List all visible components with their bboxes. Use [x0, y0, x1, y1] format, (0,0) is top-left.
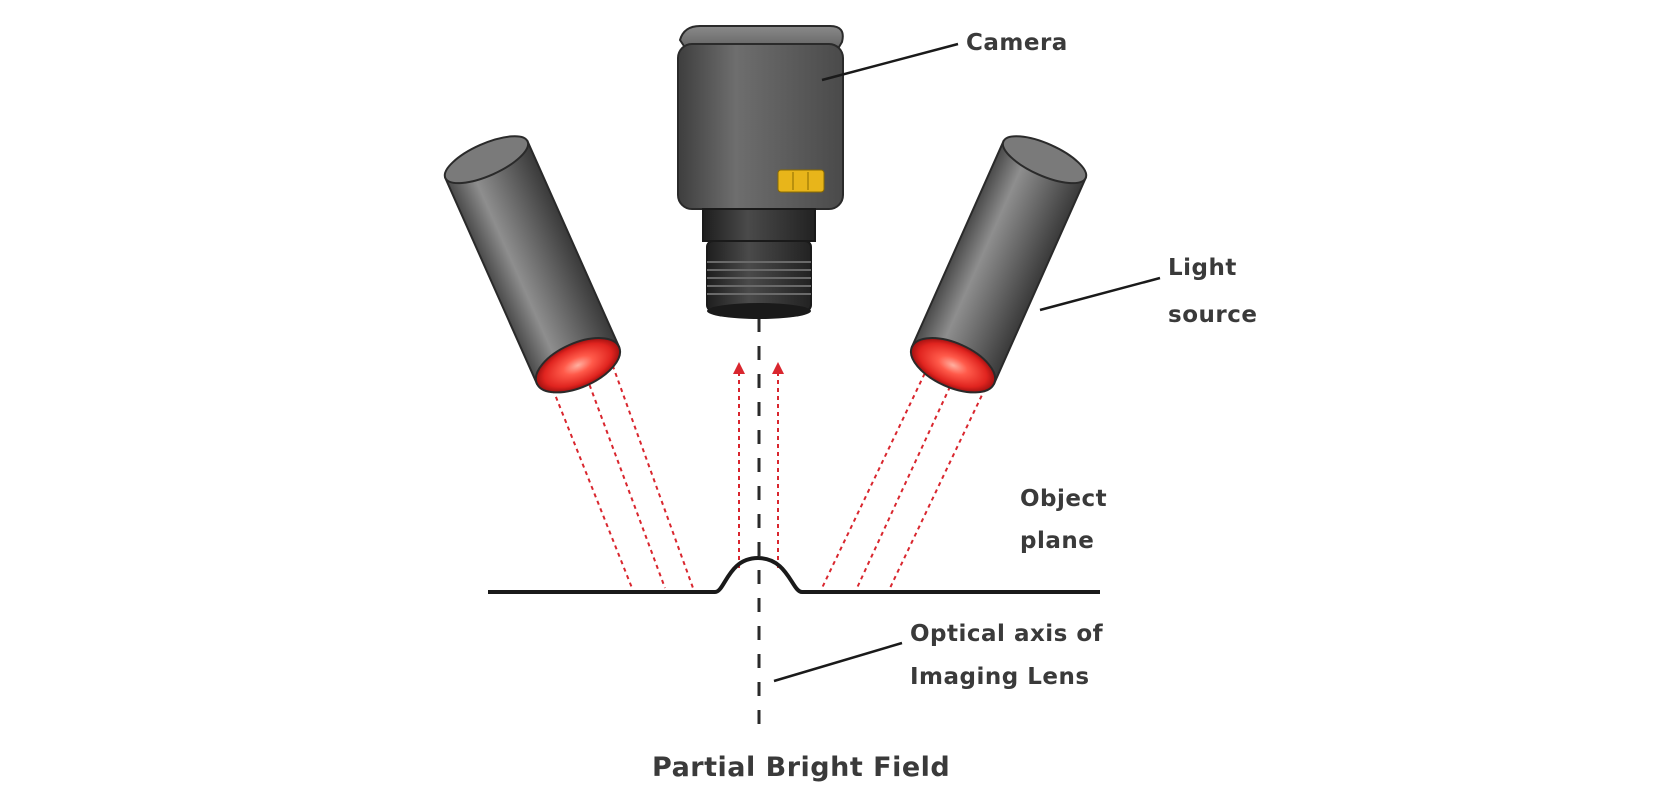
light-source-right-glow [909, 337, 997, 394]
object-plane-label-line1: Object [1020, 486, 1107, 512]
object-plane-label-line2: plane [1020, 528, 1094, 554]
left-ray-1 [549, 381, 633, 589]
light-source-right-back [1001, 135, 1088, 185]
diagram-caption: Partial Bright Field [652, 752, 950, 783]
light-source-label-line2: source [1168, 302, 1257, 328]
camera-leader-line [821, 42, 959, 82]
reflected-rays [733, 362, 784, 568]
light-source-left-glow [534, 337, 622, 394]
camera-label: Camera [966, 30, 1068, 56]
leader-lines [773, 42, 1161, 683]
camera-icon [677, 25, 844, 319]
right-ray-3 [889, 373, 993, 589]
right-ray-2 [856, 364, 961, 589]
camera-badge [777, 169, 825, 193]
camera-lens-mount [702, 208, 816, 242]
light-source-icon [909, 135, 1088, 394]
right-ray-1 [821, 351, 936, 589]
camera-lens-barrel [706, 240, 812, 312]
optical-axis-label-line1: Optical axis of [910, 621, 1104, 647]
left-light-rays [549, 357, 694, 589]
light-source-left-back [443, 135, 530, 185]
optical-axis-label-line2: Imaging Lens [910, 664, 1090, 690]
left-ray-2 [583, 369, 666, 589]
left-ray-3 [609, 357, 694, 589]
camera-lens-front [707, 303, 811, 319]
optical-axis-leader-line [773, 641, 903, 683]
light-source-label-line1: Light [1168, 255, 1237, 281]
light-source-leader-line [1039, 276, 1161, 312]
object-plane-surface [488, 555, 1100, 594]
light-source-icon [443, 135, 622, 394]
right-light-rays [821, 351, 993, 589]
